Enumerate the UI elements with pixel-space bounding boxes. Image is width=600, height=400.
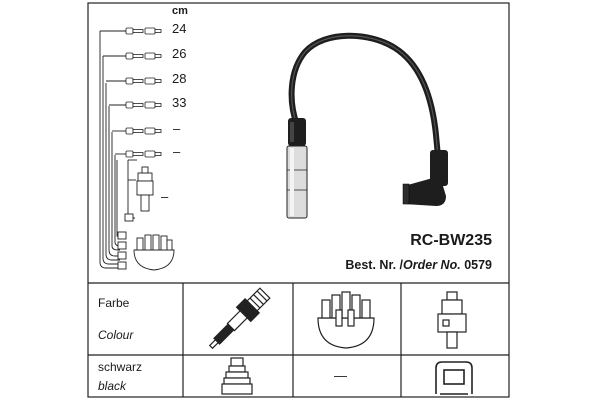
lead-length-3: 28: [172, 71, 187, 86]
distributor-cap-icon: [317, 291, 375, 349]
lead-length-2: 26: [172, 46, 187, 61]
coil-boot: [402, 150, 448, 206]
spark-plug-boot: [286, 118, 308, 219]
order-number: 0579: [464, 258, 492, 272]
connector-28: [125, 77, 162, 85]
part-number: RC-BW235: [410, 232, 492, 249]
connector-24: [125, 27, 162, 35]
lead-length-5: –: [173, 121, 181, 136]
lead-length-1: 24: [172, 21, 187, 36]
lead-length-4: 33: [172, 95, 187, 110]
color-value-de: schwarz: [98, 360, 143, 374]
frame: [87, 2, 510, 398]
coil-mini-icon: [124, 166, 154, 222]
lead-length-7: –: [161, 189, 169, 204]
order-prefix: Best. Nr. /: [345, 258, 404, 272]
cable-wire: [288, 32, 443, 181]
distributor-cap-mini-icon: [117, 231, 175, 271]
plug-connector-icon: [221, 357, 253, 395]
spark-plug-icon: [208, 287, 271, 350]
color-label-de: Farbe: [98, 296, 130, 310]
lead-length-6: –: [173, 144, 181, 159]
connector-33: [125, 101, 162, 109]
connector-26: [125, 52, 162, 60]
ignition-coil-icon: [437, 291, 467, 349]
ignition-cable-illustration: [286, 32, 448, 219]
distributor-end-none: —: [334, 368, 347, 383]
coil-connector-icon: [435, 361, 473, 395]
color-value-en: black: [98, 379, 127, 393]
color-label-en: Colour: [98, 328, 134, 342]
lead-connectors: [125, 27, 162, 158]
connector-6: [125, 150, 162, 158]
order-number-line: Best. Nr. /Order No. 0579: [345, 258, 492, 272]
order-label: Order No.: [403, 258, 461, 272]
connector-5: [125, 127, 162, 135]
length-unit: cm: [172, 5, 188, 17]
